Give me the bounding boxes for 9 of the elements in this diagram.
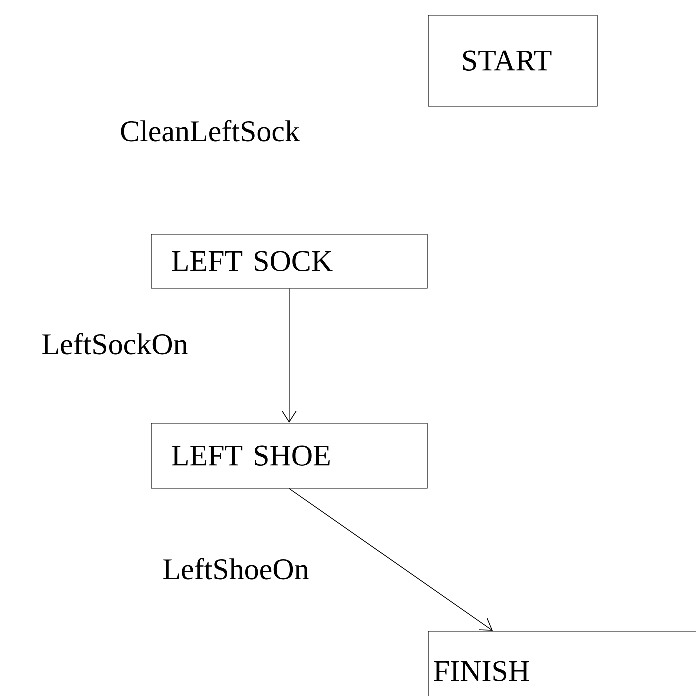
label: CleanLeftSock — [121, 120, 300, 142]
edge-label: LeftShoeOn — [162, 557, 310, 581]
edge-label: LeftSockOn — [40, 332, 190, 356]
process-box: START — [428, 15, 598, 107]
arrow — [282, 288, 297, 423]
arrow — [289, 488, 493, 631]
process-box: LEFT SHOE — [151, 423, 428, 489]
process-box: FINISH — [428, 631, 696, 696]
process-box: LEFT SOCK — [151, 234, 428, 289]
